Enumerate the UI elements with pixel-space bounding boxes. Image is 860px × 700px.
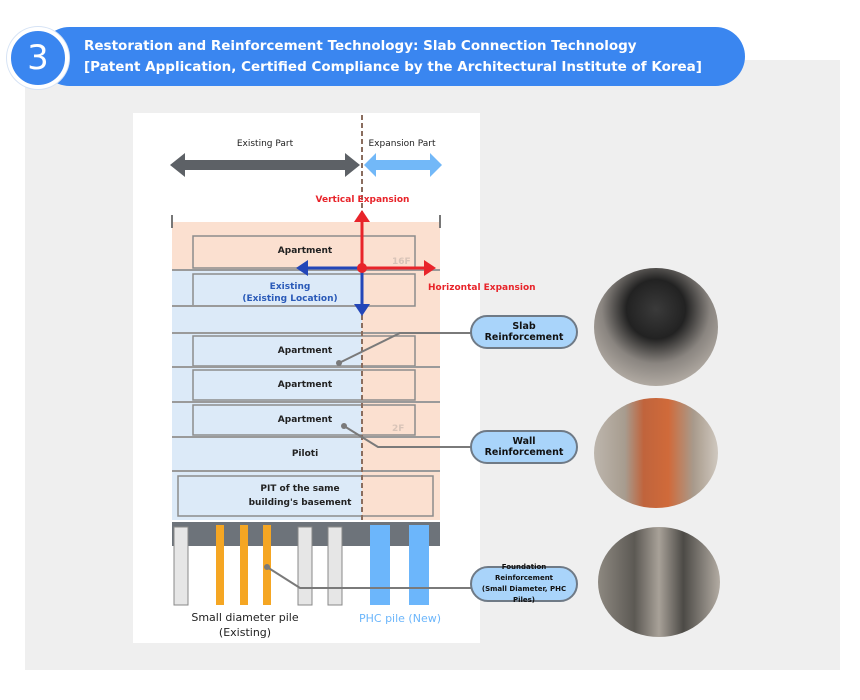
pile-existing-grey (297, 526, 313, 606)
small-pile-label: Small diameter pile (Existing) (170, 610, 320, 640)
foundation-reinforcement-callout: Foundation Reinforcement (Small Diameter… (470, 563, 578, 604)
floor-label: Apartment (277, 380, 333, 390)
pile-phc (370, 525, 390, 605)
slab-reinforcement-callout: Slab Reinforcement (470, 315, 578, 349)
pile-existing-grey (173, 526, 189, 606)
header-title: Restoration and Reinforcement Technology… (84, 36, 702, 78)
small-pile-line-2: (Existing) (218, 626, 272, 639)
foundation-line-1: Foundation Reinforcement (494, 563, 554, 582)
floor-label: Apartment (277, 246, 333, 256)
foundation-line-2: (Small Diameter, PHC Piles) (481, 585, 567, 604)
pile-phc (409, 525, 429, 605)
expansion-part-arrow (364, 153, 442, 177)
floor-label: Apartment (277, 346, 333, 356)
existing-location: (Existing Location) (242, 294, 338, 304)
slab-reinforcement-photo (594, 268, 718, 386)
header-banner (40, 27, 745, 86)
phc-pile-label: PHC pile (New) (358, 612, 442, 625)
vertical-expansion-label: Vertical Expansion (315, 195, 410, 205)
existing-part-arrow (170, 153, 360, 177)
existing-part-label: Existing Part (236, 139, 294, 149)
floor-2f-label: 2F (392, 424, 405, 434)
existing-location-label: Existing (Existing Location) (220, 281, 360, 305)
floor-label: Apartment (277, 415, 333, 425)
pit-line-2: building's basement (248, 498, 352, 508)
origin-point (357, 263, 367, 273)
foundation-reinforcement-photo (598, 527, 720, 637)
existing-label: Existing (269, 282, 311, 292)
wall-reinforcement-callout: Wall Reinforcement (470, 430, 578, 464)
pile-small-diameter (240, 525, 248, 605)
floor-label: Piloti (291, 449, 319, 459)
pile-existing-grey (327, 526, 343, 606)
floor-16f-label: 16F (392, 257, 411, 267)
existing-zone (172, 270, 362, 520)
expansion-part-label: Expansion Part (368, 139, 436, 149)
pit-box (177, 475, 434, 517)
horizontal-expansion-label: Horizontal Expansion (428, 283, 536, 293)
pit-line-1: PIT of the same (260, 484, 340, 494)
small-pile-line-1: Small diameter pile (191, 611, 299, 624)
floor-apt-3 (192, 404, 416, 436)
floor-apt-2 (192, 369, 416, 401)
step-number-badge: 3 (7, 27, 69, 89)
wall-reinforcement-photo (594, 398, 718, 508)
pit-label: PIT of the same building's basement (215, 482, 385, 510)
pile-small-diameter (216, 525, 224, 605)
title-line-1: Restoration and Reinforcement Technology… (84, 38, 637, 54)
title-line-2: [Patent Application, Certified Complianc… (84, 59, 702, 75)
